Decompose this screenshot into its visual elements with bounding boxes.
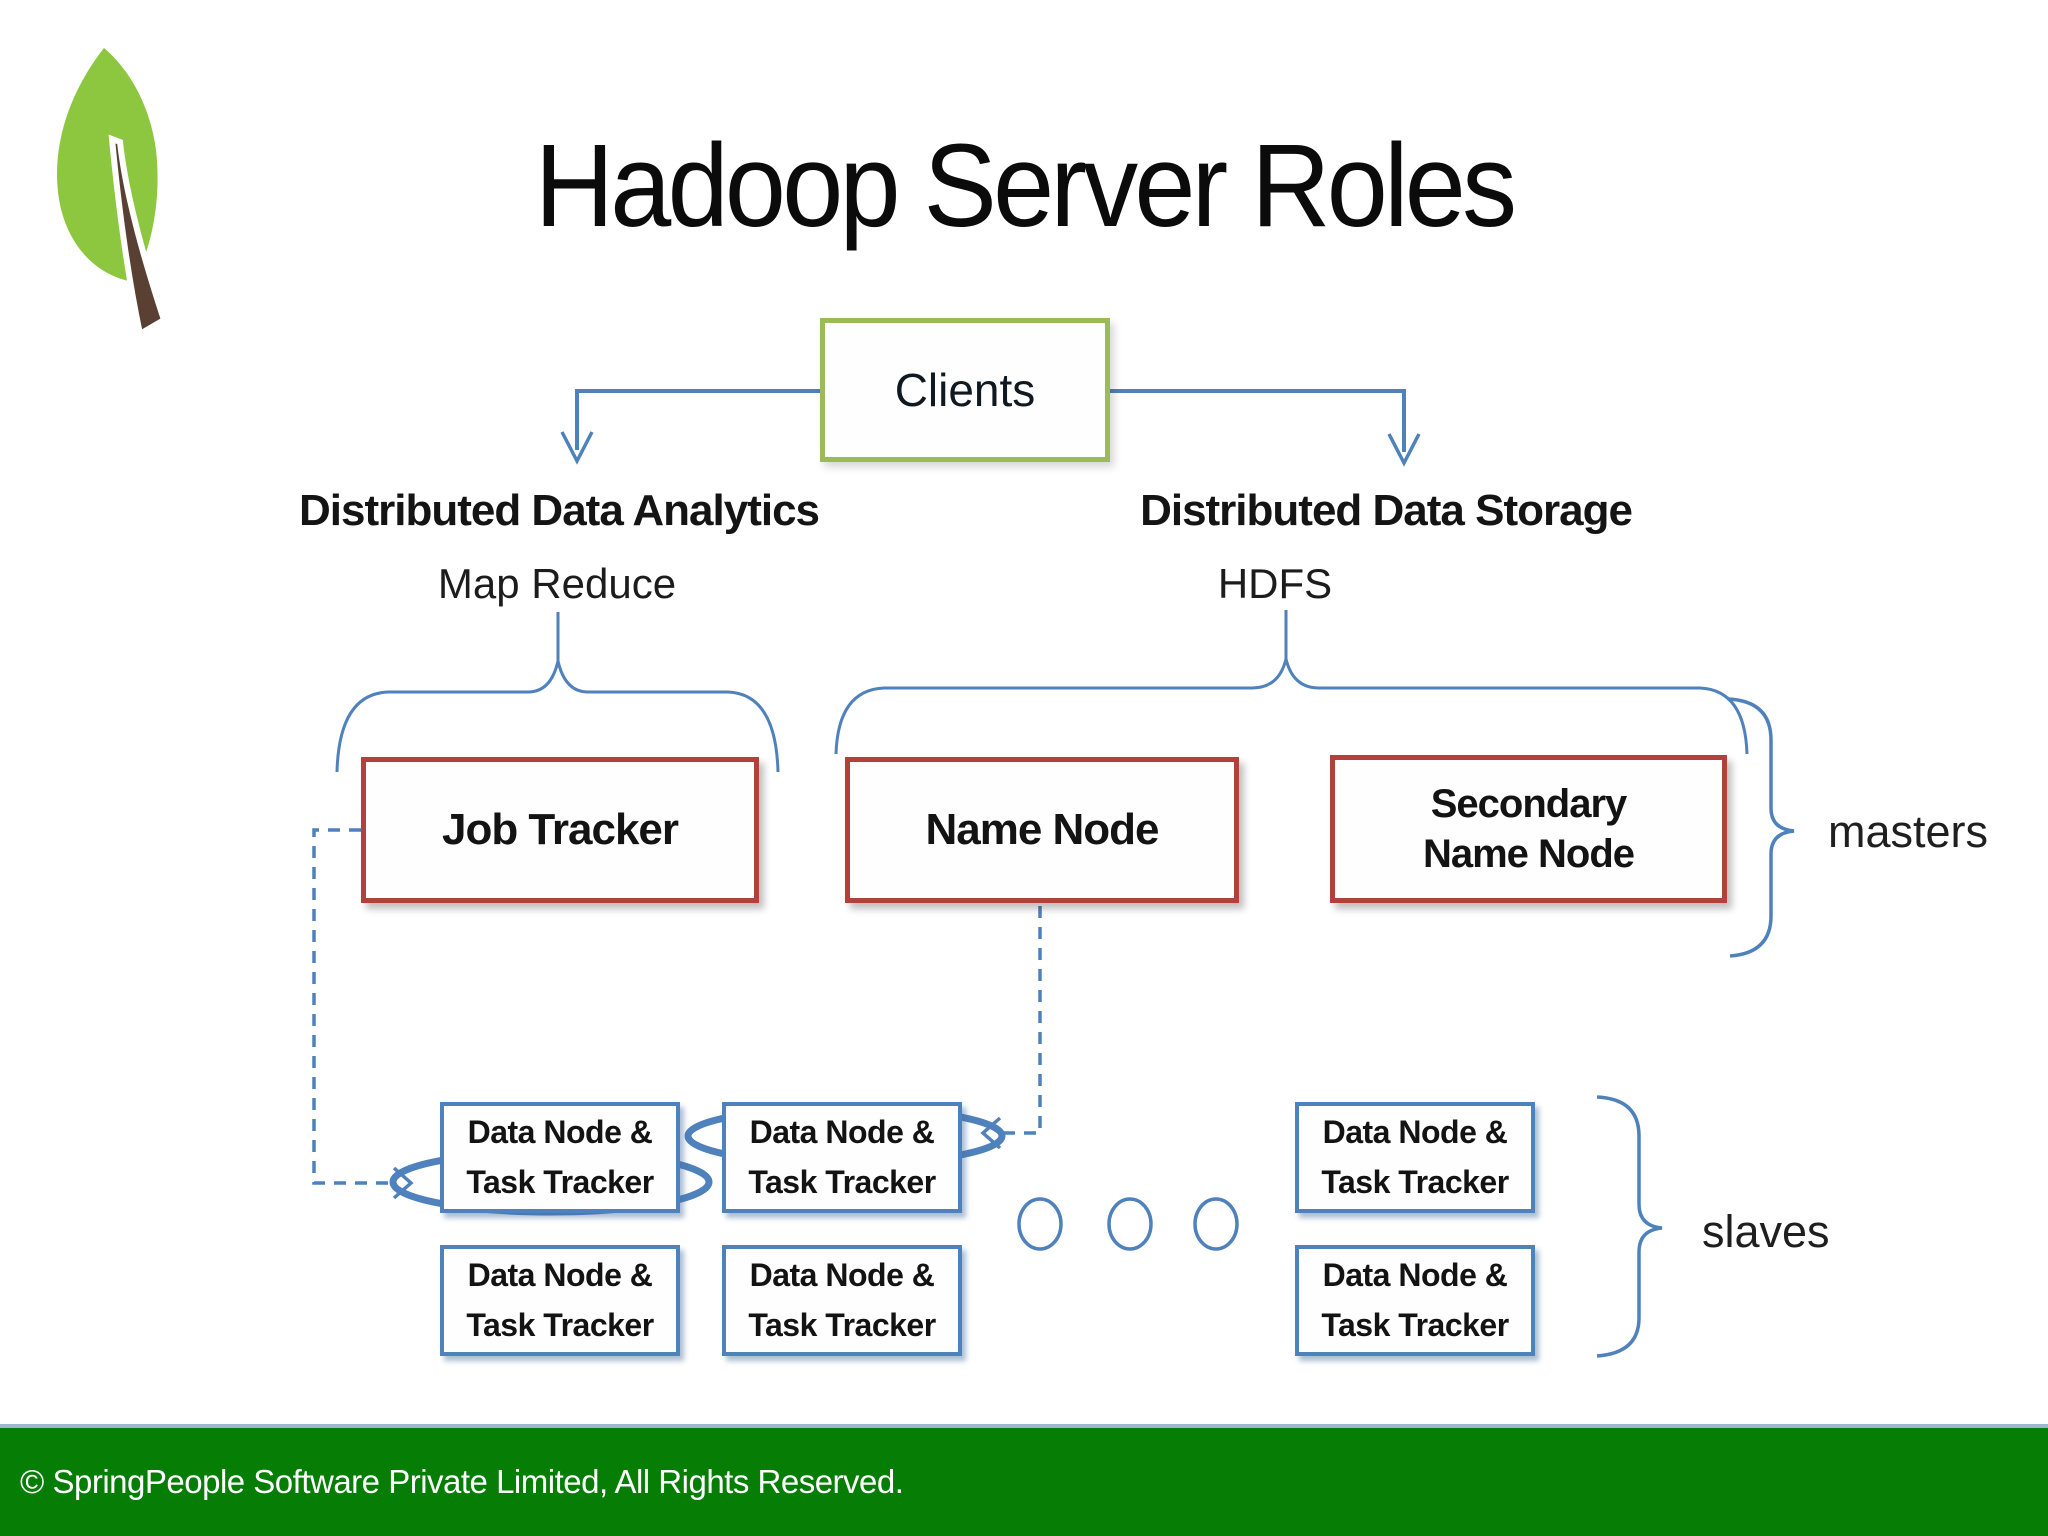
name-node-box: Name Node (845, 757, 1239, 903)
slave-node-line2: Task Tracker (466, 1163, 654, 1200)
slave-node-label: Data Node & Task Tracker (748, 1108, 936, 1207)
clients-box: Clients (820, 318, 1110, 462)
slave-node-label: Data Node & Task Tracker (748, 1251, 936, 1350)
copyright-text: © SpringPeople Software Private Limited,… (20, 1463, 904, 1500)
page-title: Hadoop Server Roles (534, 120, 1517, 252)
slave-node-box-5: Data Node & Task Tracker (722, 1245, 962, 1356)
masters-label: masters (1828, 806, 1989, 857)
name-node-label: Name Node (925, 805, 1159, 854)
slave-node-label: Data Node & Task Tracker (1321, 1251, 1509, 1350)
hdfs-brace (834, 610, 1749, 755)
slave-node-label: Data Node & Task Tracker (1321, 1108, 1509, 1207)
secondary-name-node-line1: Secondary (1430, 782, 1628, 826)
footer-bar: © SpringPeople Software Private Limited,… (0, 1424, 2048, 1536)
slave-node-line2: Task Tracker (748, 1306, 936, 1343)
secondary-name-node-box: Secondary Name Node (1330, 755, 1727, 903)
leaf-stem-icon (108, 134, 168, 337)
slave-node-line2: Task Tracker (748, 1163, 936, 1200)
job-tracker-box: Job Tracker (361, 757, 759, 903)
name-node-assign-dashed-arrow (980, 906, 1042, 1150)
masters-brace (1727, 697, 1795, 958)
slave-node-box-2: Data Node & Task Tracker (722, 1102, 962, 1213)
slave-node-line2: Task Tracker (1321, 1163, 1509, 1200)
slave-node-line1: Data Node & (467, 1113, 653, 1150)
analytics-branch-heading: Distributed Data Analytics (298, 486, 820, 535)
slaves-brace (1596, 1095, 1663, 1358)
slave-node-line1: Data Node & (749, 1256, 935, 1293)
slave-node-box-6: Data Node & Task Tracker (1295, 1245, 1535, 1356)
slave-node-line1: Data Node & (1322, 1256, 1508, 1293)
slave-node-line1: Data Node & (749, 1113, 935, 1150)
map-reduce-label: Map Reduce (437, 560, 677, 607)
clients-box-label: Clients (894, 364, 1036, 416)
slave-node-box-3: Data Node & Task Tracker (1295, 1102, 1535, 1213)
slave-node-label: Data Node & Task Tracker (466, 1108, 654, 1207)
storage-branch-heading: Distributed Data Storage (1140, 486, 1633, 535)
slave-node-box-4: Data Node & Task Tracker (440, 1245, 680, 1356)
slave-node-line1: Data Node & (467, 1256, 653, 1293)
clients-to-storage-arrow (1110, 389, 1421, 467)
secondary-name-node-line2: Name Node (1422, 832, 1635, 876)
slaves-label: slaves (1702, 1206, 1830, 1257)
map-reduce-brace (335, 612, 780, 773)
slave-node-line2: Task Tracker (1321, 1306, 1509, 1343)
slave-node-box-1: Data Node & Task Tracker (440, 1102, 680, 1213)
job-tracker-label: Job Tracker (441, 805, 679, 854)
slave-node-line1: Data Node & (1322, 1113, 1508, 1150)
more-nodes-ellipsis-circles (1017, 1197, 1239, 1251)
slave-node-label: Data Node & Task Tracker (466, 1251, 654, 1350)
hdfs-label: HDFS (1217, 560, 1333, 607)
clients-to-analytics-arrow (560, 389, 820, 465)
springpeople-logo (57, 48, 168, 337)
slave-node-line2: Task Tracker (466, 1306, 654, 1343)
secondary-name-node-label: Secondary Name Node (1422, 779, 1635, 879)
